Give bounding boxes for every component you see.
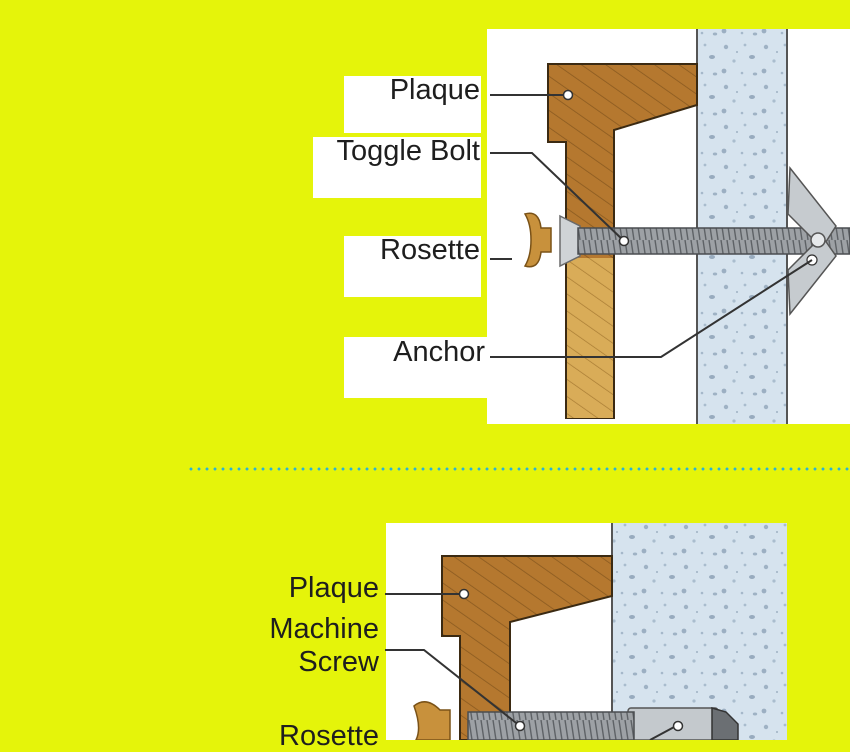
label-machine-screw-line2: Screw <box>298 646 379 678</box>
top-leader-lines <box>490 94 813 358</box>
bottom-plaque-dot <box>458 588 470 600</box>
section-divider <box>187 467 850 471</box>
bottom-wall <box>612 523 787 740</box>
top-bolt-dot <box>618 235 630 247</box>
label-box-anchor <box>344 337 487 398</box>
label-box-rosette <box>344 236 481 297</box>
bottom-figure <box>385 523 787 740</box>
label-box-plaque <box>344 76 481 133</box>
label-anchor: Anchor <box>393 336 485 368</box>
bottom-screw-dot <box>514 720 526 732</box>
bottom-rosette-knob <box>413 701 451 740</box>
bottom-anchor-dot <box>672 720 684 732</box>
bottom-plaque <box>441 555 613 740</box>
top-wall <box>697 29 787 424</box>
label-toggle-bolt: Toggle Bolt <box>336 135 481 167</box>
top-rosette-knob <box>523 212 552 268</box>
label-plaque-top: Plaque <box>389 74 480 106</box>
label-rosette-bottom: Rosette <box>279 720 379 752</box>
label-machine-screw-line1: Machine <box>269 613 379 645</box>
top-rosette-cone <box>559 214 581 268</box>
bottom-leader-lines <box>385 593 677 740</box>
top-figure <box>487 29 850 424</box>
top-plaque-lower <box>567 258 613 418</box>
label-rosette-top: Rosette <box>380 234 480 266</box>
label-box-toggle-bolt <box>313 137 481 198</box>
top-plaque-dot <box>562 89 574 101</box>
label-plaque-bottom: Plaque <box>288 572 379 604</box>
bottom-anchor-sleeve <box>627 707 719 740</box>
bottom-machine-screw <box>467 711 635 740</box>
